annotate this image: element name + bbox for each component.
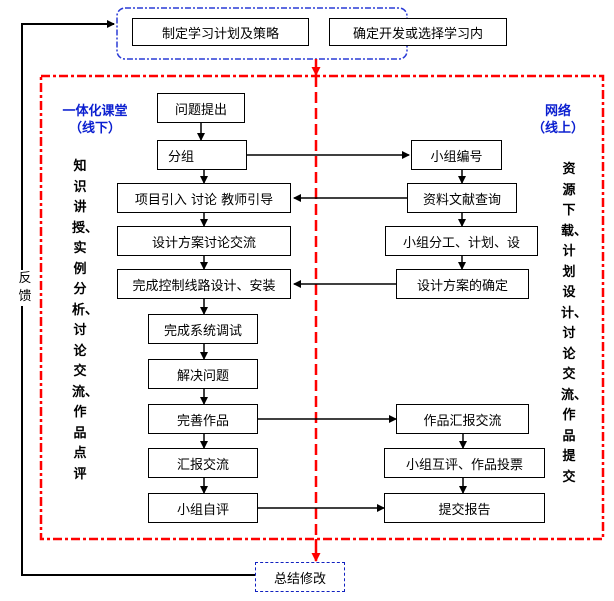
step-report-exchange[interactable]: 汇报交流 [148,448,258,478]
content-selection-box[interactable]: 确定开发或选择学习内 [329,18,507,46]
step-grouping[interactable]: 分组 [157,140,247,170]
step-problem-raised[interactable]: 问题提出 [157,93,245,123]
feedback-label: 反馈 [16,270,34,306]
step-work-report[interactable]: 作品汇报交流 [396,404,529,434]
step-self-evaluation[interactable]: 小组自评 [148,493,258,523]
step-group-numbering[interactable]: 小组编号 [411,140,502,170]
main-frame [39,74,605,541]
online-title-line2: （线上） [531,121,584,136]
plan-strategy-box[interactable]: 制定学习计划及策略 [132,18,309,46]
summary-revision-box[interactable]: 总结修改 [255,562,345,592]
step-submit-report[interactable]: 提交报告 [384,493,545,523]
offline-activities-text: 知识讲授、实例分析、讨论交流、作品点评 [72,159,99,482]
step-perfect-work[interactable]: 完善作品 [148,404,258,434]
step-project-intro[interactable]: 项目引入 讨论 教师引导 [117,183,291,213]
step-solve-problem[interactable]: 解决问题 [148,359,258,389]
step-literature-search[interactable]: 资料文献查询 [407,183,517,213]
online-section-title: 网络 （线上） [528,103,588,137]
step-system-debug[interactable]: 完成系统调试 [148,314,258,344]
step-circuit-design-install[interactable]: 完成控制线路设计、安装 [117,269,291,299]
step-design-confirm[interactable]: 设计方案的确定 [396,269,529,299]
online-title-line1: 网络 [544,104,571,119]
online-activities-text: 资源下载、计划设计、讨论交流、作品提交 [561,162,588,485]
offline-title-line1: 一体化课堂 [62,104,128,119]
offline-section-title: 一体化课堂 （线下） [50,103,140,137]
right-column-arrows [458,170,467,494]
step-task-division[interactable]: 小组分工、计划、设 [385,226,538,256]
left-column-arrows [197,123,208,494]
offline-title-line2: （线下） [68,121,121,136]
step-peer-eval-vote[interactable]: 小组互评、作品投票 [384,448,545,478]
step-design-discussion[interactable]: 设计方案讨论交流 [117,226,291,256]
